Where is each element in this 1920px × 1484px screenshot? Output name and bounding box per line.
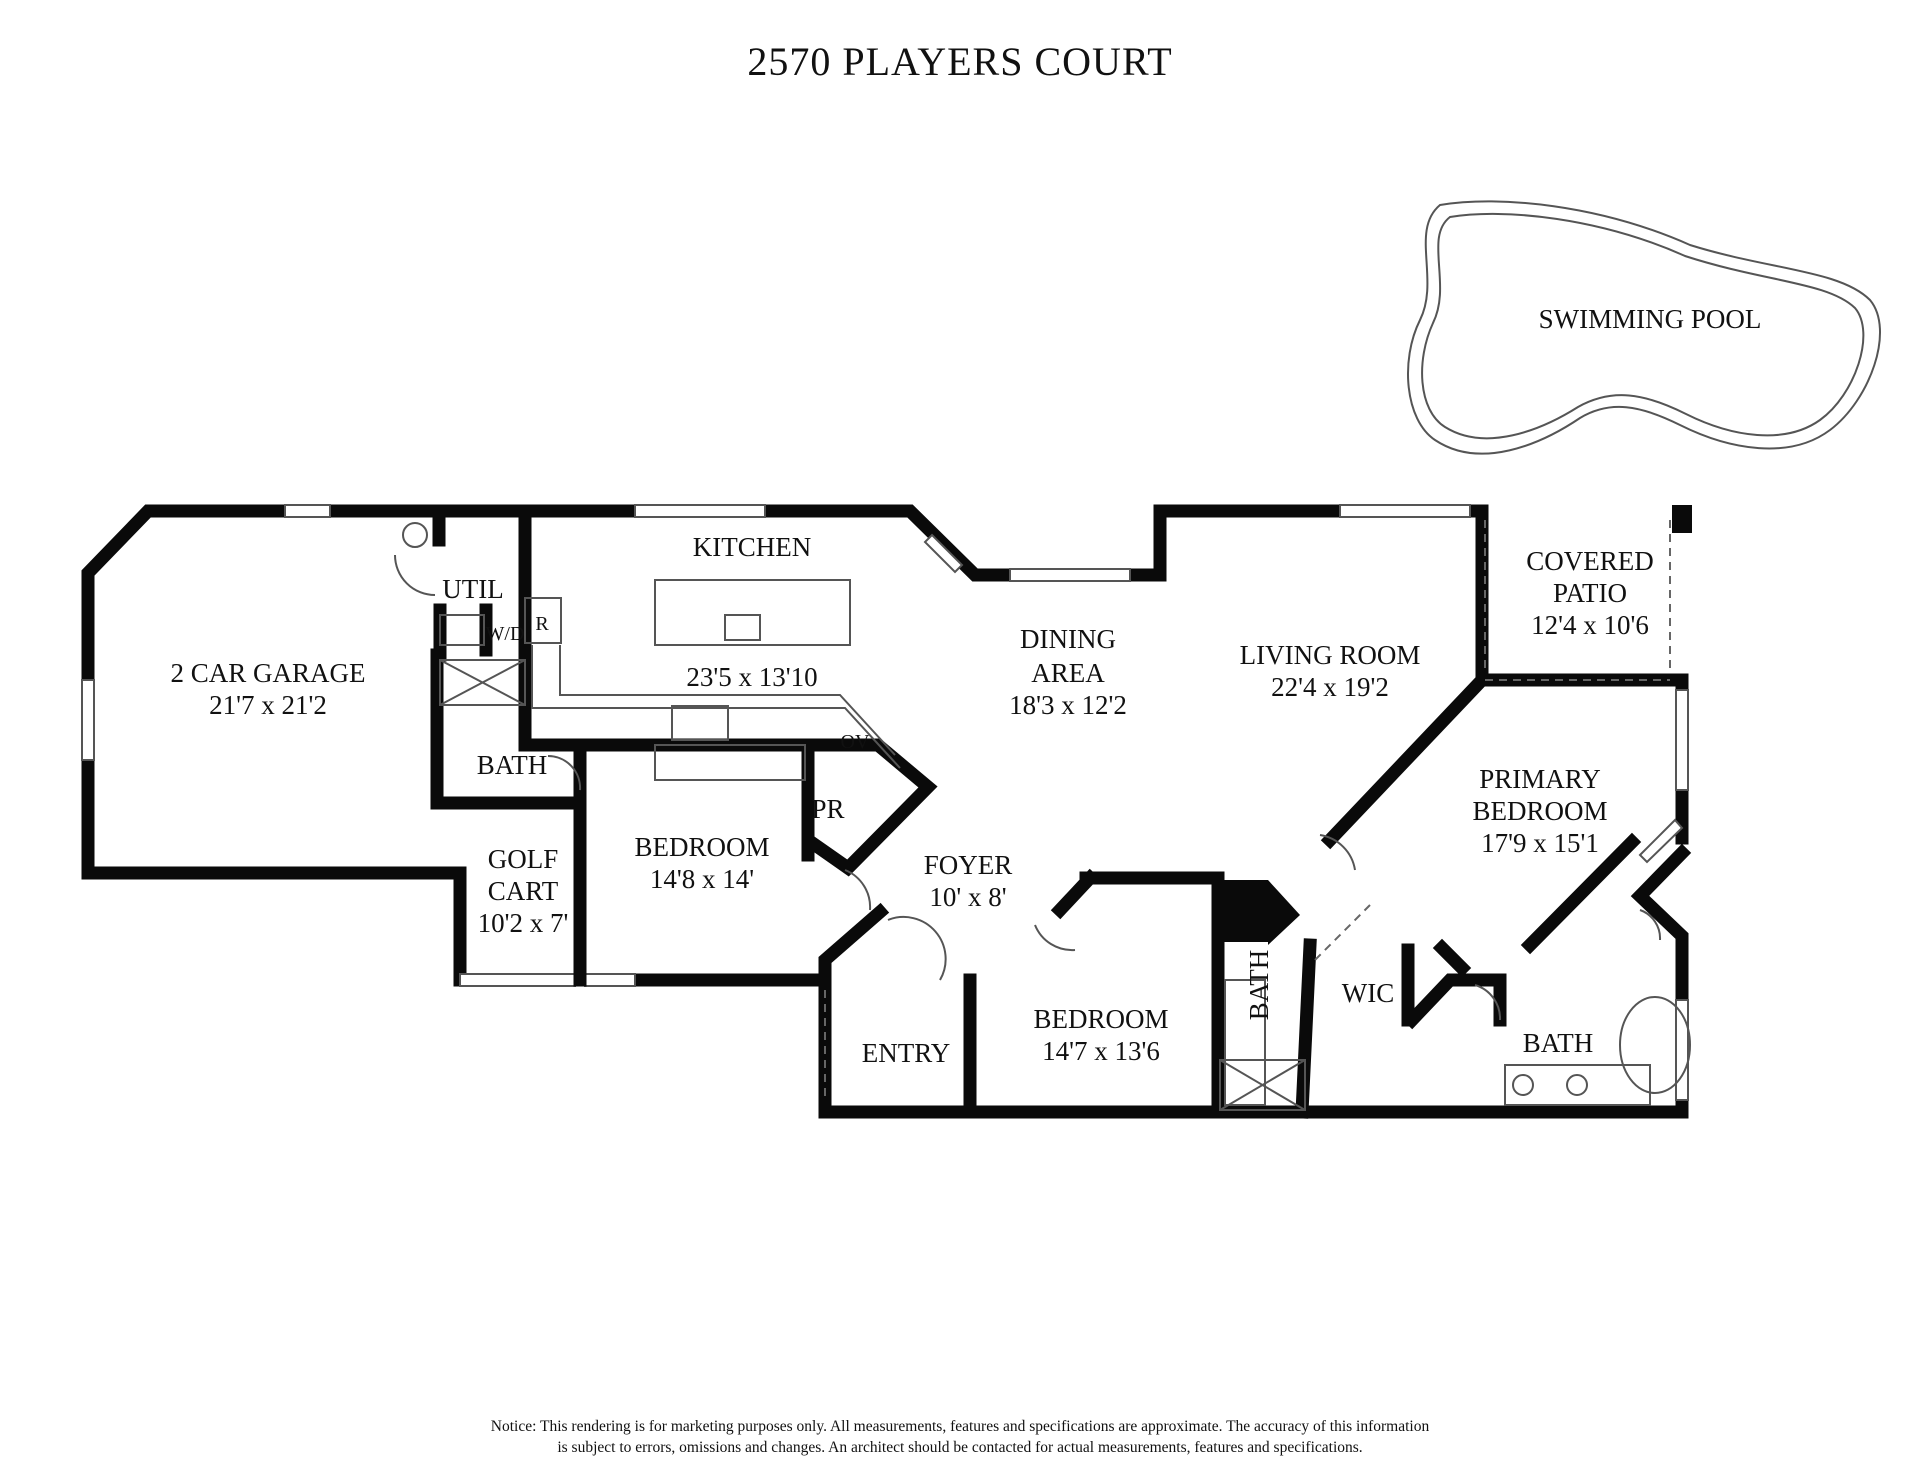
- wd-label: W/D: [486, 623, 525, 645]
- bath3-label: BATH: [1523, 1028, 1594, 1058]
- golf-label-1: GOLF: [488, 844, 559, 874]
- util-label: UTIL: [442, 574, 503, 604]
- golf-label-2: CART: [488, 876, 559, 906]
- kitchen-label: KITCHEN: [693, 532, 811, 562]
- garage-label: 2 CAR GARAGE: [170, 658, 365, 688]
- bedroom1-size: 14'8 x 14': [650, 864, 754, 894]
- fixtures: [402, 520, 1691, 1111]
- swimming-pool: SWIMMING POOL: [1407, 200, 1881, 455]
- notice-line-2: is subject to errors, omissions and chan…: [557, 1439, 1363, 1456]
- living-label: LIVING ROOM: [1240, 640, 1421, 670]
- entry-label: ENTRY: [862, 1038, 951, 1068]
- primary-size: 17'9 x 15'1: [1481, 828, 1599, 858]
- living-size: 22'4 x 19'2: [1271, 672, 1389, 702]
- page-title: 2570 PLAYERS COURT: [747, 39, 1173, 84]
- wic-label: WIC: [1342, 978, 1394, 1008]
- foyer-size: 10' x 8': [929, 882, 1006, 912]
- pool-label: SWIMMING POOL: [1539, 304, 1762, 334]
- bath1-label: BATH: [477, 750, 548, 780]
- bedroom1-label: BEDROOM: [634, 832, 769, 862]
- foyer-label: FOYER: [924, 850, 1013, 880]
- kitchen-size: 23'5 x 13'10: [686, 662, 817, 692]
- bath2-label: BATH: [1244, 950, 1274, 1021]
- bedroom2-label: BEDROOM: [1033, 1004, 1168, 1034]
- patio-size: 12'4 x 10'6: [1531, 610, 1649, 640]
- golf-size: 10'2 x 7': [478, 908, 569, 938]
- exterior-walls: [81, 504, 1692, 1119]
- bedroom2-size: 14'7 x 13'6: [1042, 1036, 1160, 1066]
- oven-label: OV: [841, 731, 870, 753]
- patio-label-2: PATIO: [1553, 578, 1627, 608]
- room-labels: 2 CAR GARAGE 21'7 x 21'2 UTIL W/D R KITC…: [170, 532, 1653, 1068]
- disclaimer-notice: Notice: This rendering is for marketing …: [0, 1416, 1920, 1458]
- primary-label-1: PRIMARY: [1479, 764, 1601, 794]
- notice-line-1: Notice: This rendering is for marketing …: [490, 1418, 1430, 1435]
- primary-label-2: BEDROOM: [1472, 796, 1607, 826]
- fridge-label: R: [535, 613, 549, 635]
- patio-label-1: COVERED: [1526, 546, 1654, 576]
- dining-label-1: DINING: [1020, 624, 1116, 654]
- interior-walls: [430, 504, 1642, 1119]
- dining-label-2: AREA: [1031, 658, 1105, 688]
- powder-label: PR: [811, 794, 844, 824]
- windows: [81, 504, 1689, 1101]
- dining-size: 18'3 x 12'2: [1009, 690, 1127, 720]
- garage-size: 21'7 x 21'2: [209, 690, 327, 720]
- doors: [394, 554, 1662, 1021]
